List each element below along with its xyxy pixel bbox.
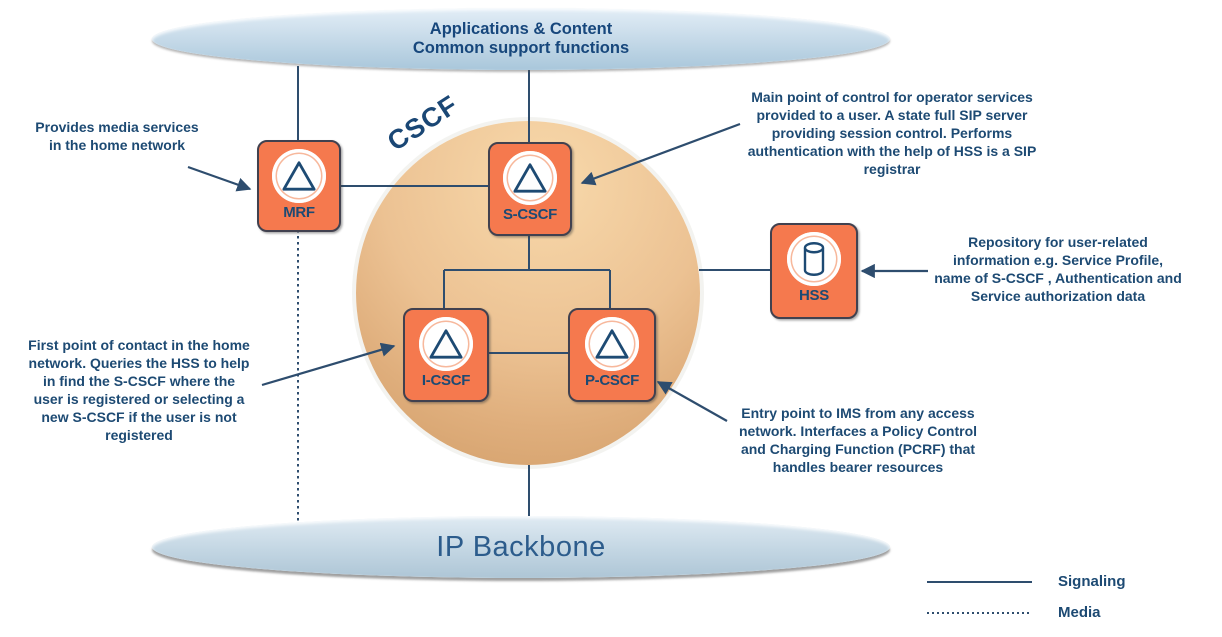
- node-i-cscf[interactable]: I-CSCF: [403, 308, 489, 402]
- node-hss-label: HSS: [799, 287, 829, 304]
- note-s-cscf: Main point of control for operator servi…: [747, 89, 1037, 177]
- triangle-icon: [419, 317, 473, 371]
- node-p-cscf[interactable]: P-CSCF: [568, 308, 656, 402]
- note-i-cscf: First point of contact in the home netwo…: [28, 337, 250, 443]
- node-p-cscf-label: P-CSCF: [584, 372, 640, 389]
- node-s-cscf[interactable]: S-CSCF: [488, 142, 572, 236]
- note-hss: Repository for user-related information …: [934, 234, 1182, 304]
- node-s-cscf-label: S-CSCF: [502, 206, 558, 223]
- ip-backbone-label: IP Backbone: [436, 530, 606, 563]
- note-p-cscf: Entry point to IMS from any access netwo…: [738, 405, 978, 475]
- database-icon: [787, 232, 841, 286]
- arrow-note-to-mrf: [187, 165, 252, 192]
- node-mrf[interactable]: MRF: [257, 140, 341, 232]
- ip-backbone-ellipse: IP Backbone: [152, 516, 890, 578]
- triangle-icon: [272, 149, 326, 203]
- legend-signaling-label: Signaling: [1058, 573, 1126, 590]
- node-mrf-label: MRF: [283, 204, 315, 221]
- applications-content-ellipse: Applications & Content Common support fu…: [152, 8, 890, 70]
- triangle-icon: [585, 317, 639, 371]
- applications-content-line2: Common support functions: [412, 39, 630, 57]
- node-i-cscf-label: I-CSCF: [421, 372, 471, 389]
- applications-content-line1: Applications & Content: [429, 20, 613, 38]
- note-mrf: Provides media services in the home netw…: [35, 119, 199, 153]
- node-hss[interactable]: HSS: [770, 223, 858, 319]
- triangle-icon: [503, 151, 557, 205]
- legend-media-label: Media: [1058, 604, 1101, 621]
